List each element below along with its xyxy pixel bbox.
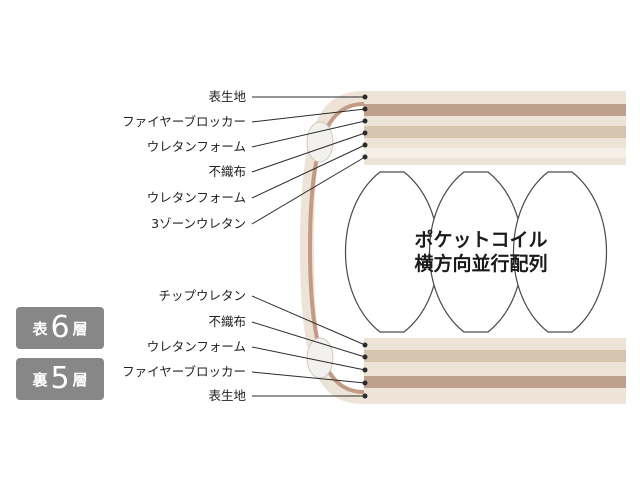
label-top-3zone-urethane: 3ゾーンウレタン — [151, 216, 246, 231]
top-layer-stack — [364, 91, 626, 165]
top-leader-lines — [251, 96, 366, 225]
label-top-cover-fabric: 表生地 — [208, 89, 246, 104]
label-top-fire-blocker: ファイヤーブロッカー — [122, 114, 246, 129]
badge-top-prefix: 表 — [32, 319, 48, 338]
badge-top-number: 6 — [50, 310, 70, 345]
pocket-coil — [345, 171, 439, 333]
pocket-coils — [345, 171, 607, 333]
bottom-edge-pad — [306, 337, 334, 379]
top-leader-dots — [362, 94, 368, 160]
label-top-nonwoven: 不織布 — [208, 164, 246, 179]
label-bottom-chip-urethane: チップウレタン — [158, 288, 246, 303]
badge-bottom-prefix: 裏 — [32, 370, 48, 389]
bottom-leader-lines — [251, 295, 366, 397]
pocket-coil — [513, 171, 607, 333]
label-bottom-nonwoven: 不織布 — [208, 314, 246, 329]
bottom-layer-stack — [364, 338, 626, 404]
label-bottom-urethane-foam: ウレタンフォーム — [147, 339, 246, 354]
pocket-coil — [429, 171, 523, 333]
badge-bottom-suffix: 層 — [72, 370, 88, 389]
label-top-urethane-foam: ウレタンフォーム — [147, 139, 246, 154]
top-edge-pad — [306, 121, 334, 163]
pocket-coil-caption-line1: ポケットコイル — [414, 228, 547, 251]
label-bottom-fire-blocker: ファイヤーブロッカー — [122, 364, 246, 379]
pocket-coil-caption-line2: 横方向並行配列 — [414, 252, 547, 275]
bottom-leader-dots — [362, 342, 368, 399]
badge-top-suffix: 層 — [72, 319, 88, 338]
label-bottom-cover-fabric: 表生地 — [208, 388, 246, 403]
label-top-urethane-foam-2: ウレタンフォーム — [147, 190, 246, 205]
badge-bottom-number: 5 — [50, 361, 70, 396]
top-layer-count-badge: 表 6 層 — [16, 307, 104, 349]
bottom-layer-count-badge: 裏 5 層 — [16, 358, 104, 400]
